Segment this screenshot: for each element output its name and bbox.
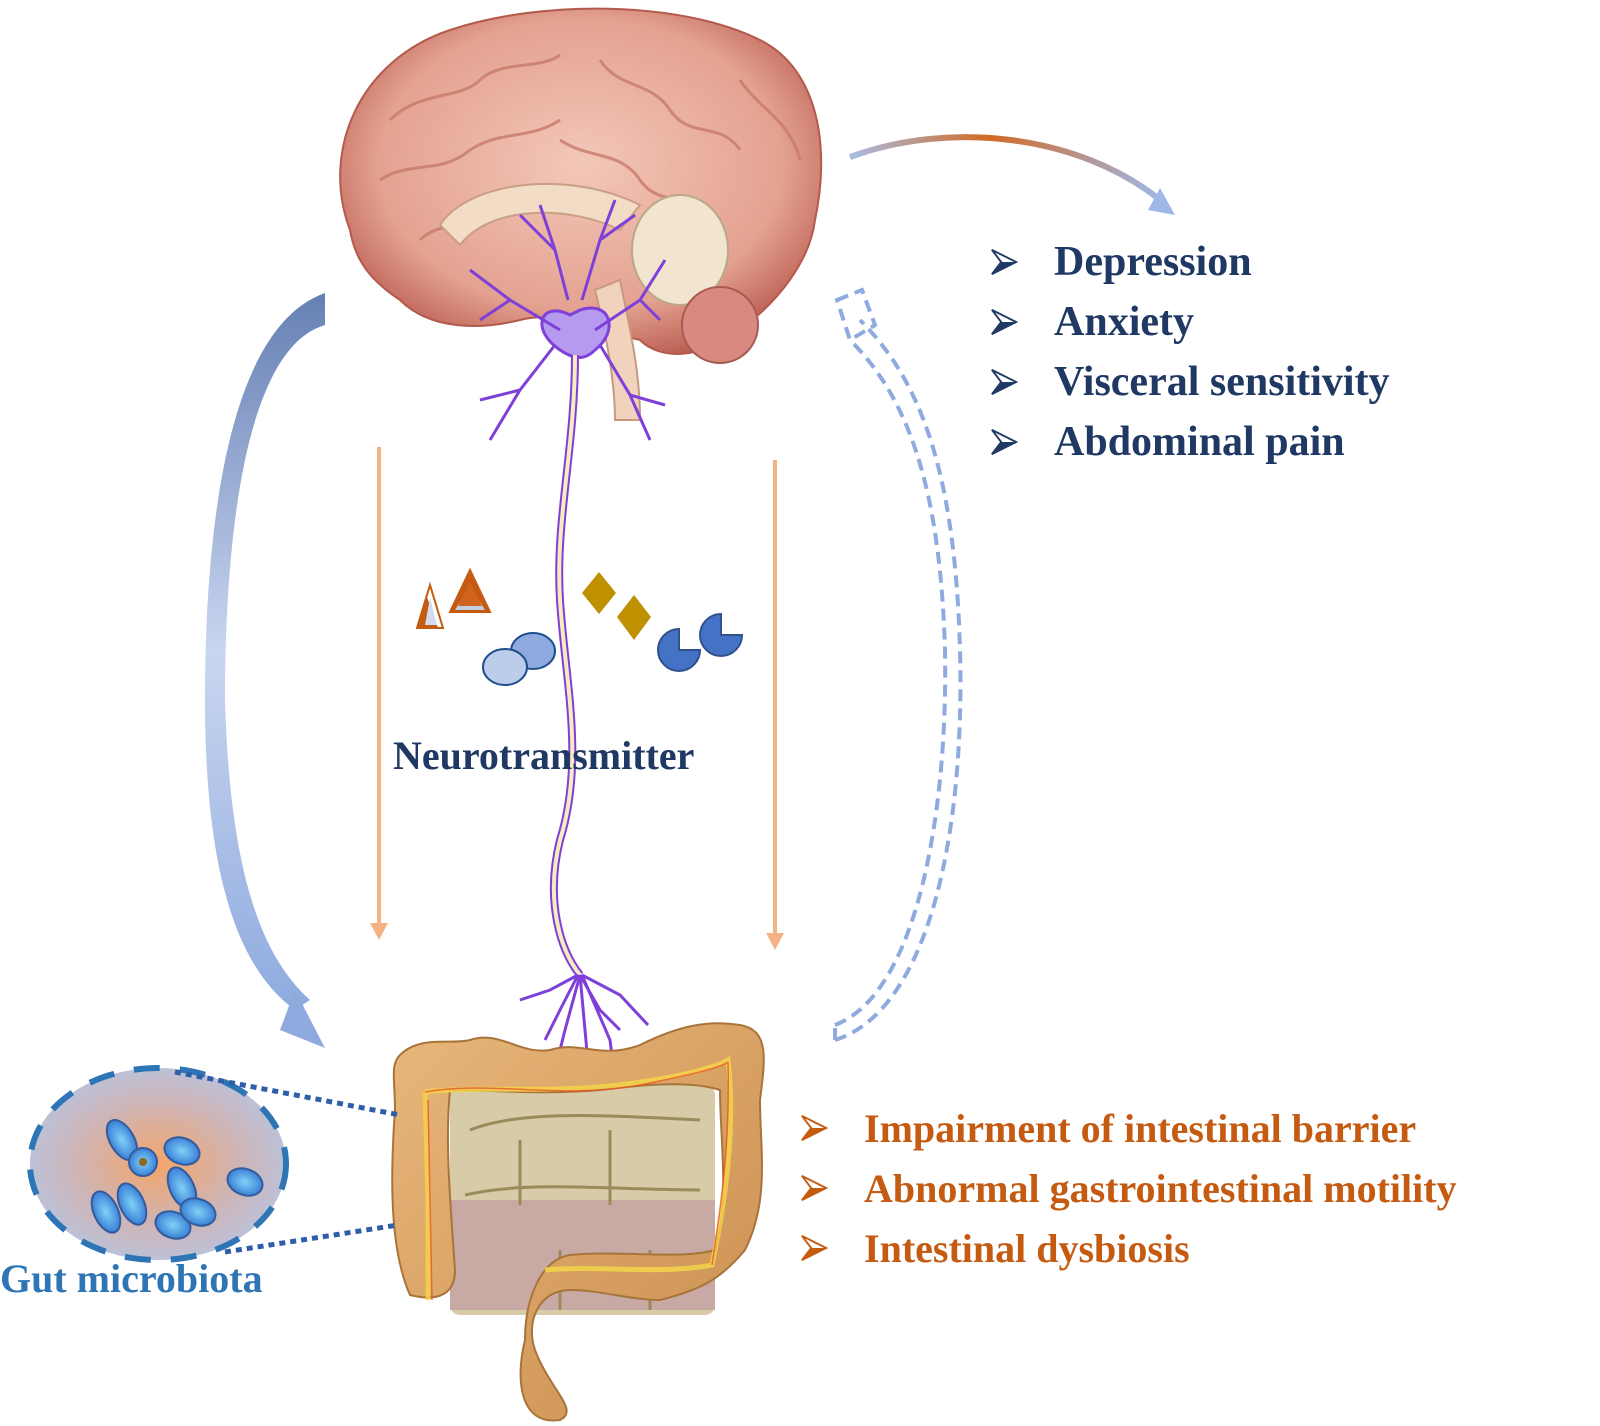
list-item: Abdominal pain <box>990 412 1390 472</box>
bacteria-illustration <box>90 1119 264 1240</box>
effect-label: Impairment of intestinal barrier <box>864 1105 1417 1151</box>
list-item: Intestinal dysbiosis <box>800 1218 1457 1278</box>
pacman-icon <box>657 627 702 672</box>
brain-to-gut-arrow <box>205 293 325 1048</box>
effect-label: Depression <box>1054 239 1252 285</box>
brain-illustration <box>339 7 823 421</box>
list-item: Visceral sensitivity <box>990 352 1390 412</box>
list-item: Abnormal gastrointestinal motility <box>800 1158 1457 1218</box>
arrowhead-bullet-icon <box>801 1235 828 1261</box>
effect-label: Anxiety <box>1054 299 1194 345</box>
effect-label: Intestinal dysbiosis <box>864 1225 1190 1271</box>
arrowhead-bullet-icon <box>801 1175 828 1201</box>
effect-label: Visceral sensitivity <box>1054 359 1390 405</box>
gut-effects-list: Impairment of intestinal barrier Abnorma… <box>800 1098 1457 1278</box>
arrowhead-bullet-icon <box>991 429 1018 455</box>
down-arrow-left <box>370 447 388 940</box>
arrowhead-bullet-icon <box>991 309 1018 335</box>
arrowhead-bullet-icon <box>991 249 1018 275</box>
list-item: Depression <box>990 232 1390 292</box>
arrowhead-bullet-icon <box>801 1115 828 1141</box>
neurotransmitter-label: Neurotransmitter <box>393 733 695 778</box>
down-arrow-right <box>766 460 784 950</box>
arrowhead-bullet-icon <box>991 369 1018 395</box>
gut-microbiota-illustration <box>27 1065 289 1263</box>
colon-illustration <box>391 1022 765 1422</box>
gut-microbiota-label: Gut microbiota <box>0 1256 263 1301</box>
effect-label: Abnormal gastrointestinal motility <box>864 1165 1457 1211</box>
brain-effects-list: Depression Anxiety Visceral sensitivity … <box>990 232 1390 472</box>
microbiota-connector-lines <box>174 1069 401 1255</box>
diamond-icon <box>582 572 616 614</box>
gut-to-brain-dashed-arrow <box>833 287 963 1042</box>
brain-to-symptoms-arrow <box>848 134 1175 215</box>
list-item: Impairment of intestinal barrier <box>800 1098 1457 1158</box>
effect-label: Abdominal pain <box>1054 419 1345 465</box>
list-item: Anxiety <box>990 292 1390 352</box>
neurotransmitter-icons <box>415 567 744 686</box>
